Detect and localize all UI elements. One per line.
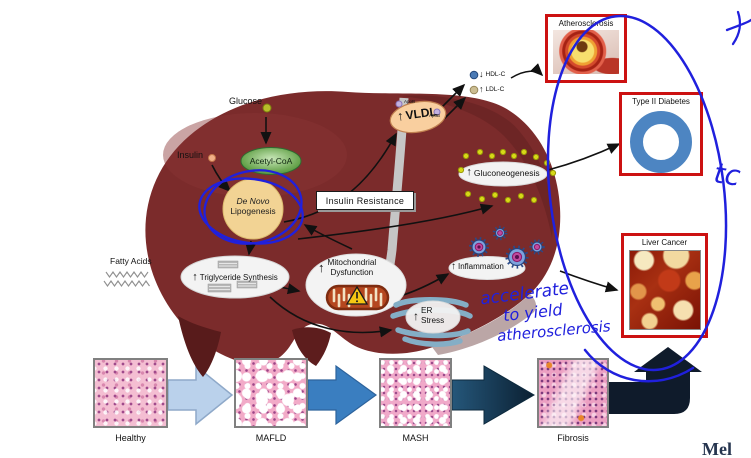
er-stress-node: ↑ ER Stress [413,306,444,326]
inflammation-node: ↑ Inflammation [451,261,504,273]
diabetes-ring-icon [630,111,692,173]
progression-arrow-2 [307,364,378,426]
stage-label-healthy: Healthy [115,433,146,443]
er-line2: Stress [421,315,445,325]
insulin-resistance-label: Insulin Resistance [325,195,405,206]
dnl-line1: De Novo [236,196,270,206]
outcome-box-type2-diabetes: Type II Diabetes [619,92,703,176]
up-arrow-icon: ↑ [192,271,198,283]
inflammation-ellipse [448,256,526,280]
up-arrow-icon: ↑ [413,308,419,323]
artery-image [553,30,619,74]
insulin-resistance-box: Insulin Resistance [316,191,414,210]
type2-diabetes-label: Type II Diabetes [632,97,690,106]
stage-label-mafld: MAFLD [255,433,287,443]
triglyceride-node: ↑ Triglyceride Synthesis [182,271,288,284]
liver-cancer-label: Liver Cancer [641,238,688,247]
histology-image-mafld [234,358,308,428]
apob-label: ApoB [404,99,416,104]
mitochondrial-node: ↑ Mitochondrial Dysfunction [318,258,376,278]
er-line1: ER [421,306,433,315]
warning-icon [345,285,369,305]
corner-text: Mel [702,439,732,458]
histology-image-fibrosis [537,358,609,428]
edge-note: tc [711,156,743,193]
stage-label-mash: MASH [402,433,429,443]
down-arrow-icon: ↓ [479,69,484,79]
fatty-acids-label: Fatty Acids [110,256,152,266]
stage-label-fibrosis: Fibrosis [557,433,589,443]
ldl-label: LDL-C [485,85,505,93]
hdl-particle-icon [469,70,479,80]
ldl-row: ↑ LDL-C [479,84,504,95]
er-stress-ellipse [405,300,461,334]
insulin-label: Insulin [177,150,204,160]
histology-image-healthy [93,358,168,428]
insulin-molecule-icon [208,154,216,162]
mitochondrial-line1: Mitochondrial [327,258,377,267]
up-arrow-icon: ↑ [479,84,484,94]
progression-arrow-1 [167,364,234,426]
gluconeogenesis-label: Gluconeogenesis [473,167,540,178]
atherosclerosis-label: Atherosclerosis [558,19,614,28]
glucose-label: Glucose [229,96,263,106]
dnl-label: De Novo Lipogenesis [221,196,285,216]
lipid-droplet-icon [207,260,258,293]
up-arrow-icon: ↑ [318,260,325,276]
up-arrow-icon: ↑ [466,166,472,178]
hdl-label: HDL-C [485,70,506,78]
vldl-particle [389,100,447,134]
inflammation-label: Inflammation [458,262,504,272]
up-arrow-icon: ↑ [396,107,405,124]
outcome-box-atherosclerosis: Atherosclerosis [545,14,627,83]
dnl-line2: Lipogenesis [230,206,276,217]
mitochondrial-line2: Dysfunction [330,267,374,277]
liver-cancer-image [628,250,701,330]
mitochondrion-icon [325,284,390,311]
progression-arrow-3 [451,365,535,425]
up-arrow-icon: ↑ [451,261,456,272]
fatty-acid-chain-icon [103,271,150,287]
triglyceride-label: Triglyceride Synthesis [199,272,278,282]
hdl-row: ↓ HDL-C [479,69,505,80]
apob-label: ApoB [429,113,441,118]
acetyl-coa-label: Acetyl-CoA [249,156,293,166]
outcome-box-liver-cancer: Liver Cancer [621,233,708,338]
glucose-molecule-icon [262,103,272,113]
gluconeogenesis-node: ↑ Gluconeogenesis [459,166,547,179]
ldl-particle-icon [469,85,479,95]
immune-cell-icons [469,225,545,269]
histology-image-mash [379,358,452,428]
